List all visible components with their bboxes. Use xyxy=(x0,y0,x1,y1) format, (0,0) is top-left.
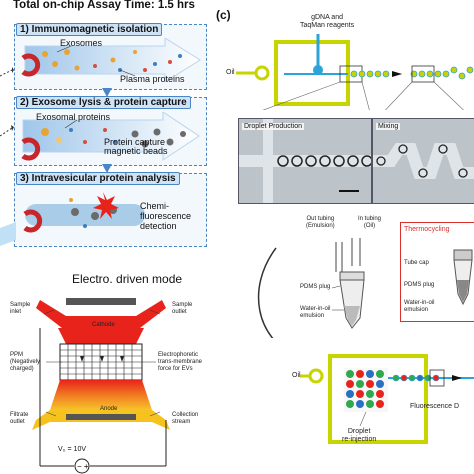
exosomes-label: Exosomes xyxy=(60,38,103,48)
thermocycling-label: Thermocycling xyxy=(404,226,450,233)
force-line-3: force for EVs xyxy=(158,366,193,372)
mixing-photo xyxy=(372,118,474,204)
water-in-oil-label: Water-in-oil emulsion xyxy=(300,306,330,320)
water-in-oil-line-2: emulsion xyxy=(300,313,325,319)
edge-arrows xyxy=(0,67,14,137)
sample-outlet-line-1: Sample xyxy=(172,302,193,308)
step2-diagram xyxy=(21,112,200,161)
sample-inlet-label: Sample inlet xyxy=(10,302,30,316)
electro-title: Electro. driven mode xyxy=(72,272,183,286)
force-line-2: trans-membrane xyxy=(158,359,203,365)
ppm-line-3: charged) xyxy=(10,366,34,372)
chemi-line-3: detection xyxy=(140,221,177,231)
droplet-reinjection-line-1: Droplet xyxy=(347,428,371,435)
water-in-oil-2-line-1: Water-in-oil xyxy=(404,300,435,306)
cathode-label: Cathode xyxy=(92,322,115,328)
tube-cap-label: Tube cap xyxy=(404,260,429,266)
down-arrow-1 xyxy=(102,88,112,97)
voltage-label: V₀ = 10V xyxy=(58,446,87,453)
filtrate-label: Filtrate outlet xyxy=(10,412,28,426)
in-tubing-line-1: In tubing xyxy=(358,216,382,222)
reagents-line-1: gDNA and xyxy=(311,14,343,21)
edge-sliver xyxy=(0,222,16,246)
step3-diagram xyxy=(23,192,145,233)
ppm-label: PPM (Negatively charged) xyxy=(10,352,40,373)
collection-label: Collection stream xyxy=(172,412,198,426)
fluorescence-label: Fluorescence D xyxy=(410,403,460,410)
filtrate-line-2: outlet xyxy=(10,419,25,425)
step1-label: 1) Immunomagnetic isolation xyxy=(16,23,163,36)
water-in-oil-2-line-2: emulsion xyxy=(404,307,429,313)
anode-label: Anode xyxy=(100,406,118,412)
droplet-reinjection-label: Droplet re-injection xyxy=(342,428,376,444)
water-in-oil-2-label: Water-in-oil emulsion xyxy=(404,300,434,314)
exosomal-proteins-label: Exosomal proteins xyxy=(36,112,111,122)
out-tubing-line-1: Out tubing xyxy=(306,216,335,222)
chemi-line-2: fluorescence xyxy=(140,211,192,221)
droplet-reinjection-line-2: re-injection xyxy=(342,436,377,443)
plasma-proteins-label: Plasma proteins xyxy=(120,74,185,84)
water-in-oil-line-1: Water-in-oil xyxy=(300,306,331,312)
oil-2-label: Oil xyxy=(292,372,301,379)
filtrate-line-1: Filtrate xyxy=(10,412,29,418)
ppm-line-2: (Negatively xyxy=(10,359,41,365)
droplet-production-label: Droplet Production xyxy=(242,123,304,130)
reagents-label: gDNA and TaqMan reagents xyxy=(300,14,354,30)
pdms-plug-2-label: PDMS plug xyxy=(404,282,435,288)
capture-line-2: magnetic beads xyxy=(104,146,168,156)
panel-label-c: (c) xyxy=(216,8,231,22)
reagents-line-2: TaqMan reagents xyxy=(300,22,355,29)
chemi-label: Chemi- fluorescence detection xyxy=(140,201,191,231)
collection-line-2: stream xyxy=(172,419,191,425)
out-tubing-label: Out tubing (Emulsion) xyxy=(306,216,335,230)
in-tubing-label: In tubing (Oil) xyxy=(358,216,381,230)
force-line-1: Electrophoretic xyxy=(158,352,199,358)
svg-text:− +: − + xyxy=(77,462,89,471)
assay-title: Total on-chip Assay Time: 1.5 hrs xyxy=(13,0,195,11)
step3-label: 3) Intravesicular protein analysis xyxy=(16,172,180,185)
ppm-line-1: PPM xyxy=(10,352,24,358)
sample-inlet-line-1: Sample xyxy=(10,302,31,308)
in-tubing-line-2: (Oil) xyxy=(363,223,376,229)
reinjection-chip xyxy=(300,354,474,444)
electro-diagram: − + xyxy=(32,298,170,474)
sample-outlet-label: Sample outlet xyxy=(172,302,192,316)
step2-label: 2) Exosome lysis & protein capture xyxy=(16,96,191,109)
force-label: Electrophoretic trans-membrane force for… xyxy=(158,352,202,373)
chemi-line-1: Chemi- xyxy=(140,201,170,211)
chip-top-diagram xyxy=(236,34,474,110)
mixing-label: Mixing xyxy=(376,123,401,130)
pdms-plug-label: PDMS plug xyxy=(300,284,331,290)
out-tubing-line-2: (Emulsion) xyxy=(306,223,335,229)
droplet-production-channel xyxy=(239,119,371,203)
thermo-tube xyxy=(453,249,473,306)
oil-label: Oil xyxy=(226,69,235,76)
sample-outlet-line-2: outlet xyxy=(172,309,187,315)
capture-line-1: Protein capture xyxy=(104,137,166,147)
sample-inlet-line-2: inlet xyxy=(10,309,22,315)
collection-line-1: Collection xyxy=(172,412,199,418)
capture-beads-label: Protein capture magnetic beads xyxy=(104,138,168,156)
down-arrow-2 xyxy=(102,164,112,173)
droplet-production-photo xyxy=(238,118,372,204)
tube-diagram xyxy=(257,238,365,338)
mixing-channel xyxy=(373,143,474,179)
step1-diagram xyxy=(21,38,201,83)
